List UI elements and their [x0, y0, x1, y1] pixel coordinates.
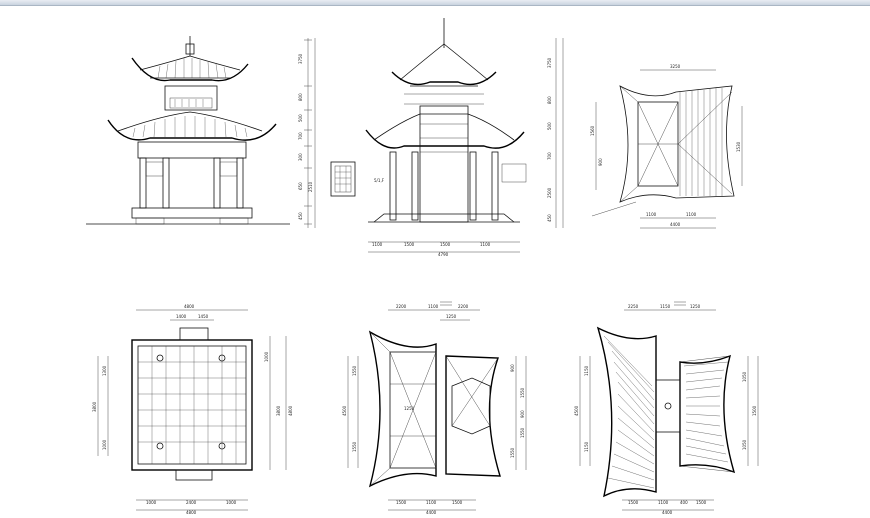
sec-dim-3750: 3750 [547, 57, 552, 68]
roof2-bottom-dim-4: 1500 [696, 500, 707, 505]
plan-bottom-dim-1: 1000 [146, 500, 157, 505]
beam-right-dim-2: 1550 [520, 387, 525, 398]
roof-left-dim-2: 900 [598, 158, 603, 166]
beam-bottom-dim-2: 1100 [426, 500, 437, 505]
dim-650: 650 [298, 182, 303, 190]
roof-bottom-dim-1: 1100 [646, 212, 657, 217]
sec-bdim-4: 1100 [480, 242, 491, 247]
window-title-bar [0, 0, 870, 6]
section-elevation: 5/1,F 3750 800 500 700 2500 450 1100 150… [365, 18, 564, 257]
dim-800: 800 [298, 93, 303, 101]
sec-dim-450: 450 [547, 214, 552, 222]
beam-top-dim-2: 1100 [428, 304, 439, 309]
beam-right-dim-4: 1550 [520, 427, 525, 438]
sec-bdim-2: 1500 [404, 242, 415, 247]
sec-dim-2500: 2500 [547, 187, 552, 198]
plan-bottom-total: 4800 [186, 510, 197, 515]
roof2-left-dim-2: 4500 [574, 405, 579, 416]
plan-left-dim-2: 3800 [92, 401, 97, 412]
beam-left-dim-1: 1550 [352, 365, 357, 376]
roof-left-dim-1: 1560 [590, 125, 595, 136]
sec-bdim-total: 4790 [438, 252, 449, 257]
beam-left-dim-2: 4500 [342, 405, 347, 416]
dim-700: 700 [298, 132, 303, 140]
roof2-right-dim-2: 1500 [752, 405, 757, 416]
dim-450: 450 [298, 212, 303, 220]
front-elevation: 3750 800 500 700 300 650 2510 450 [86, 36, 316, 228]
beam-bottom-dim-3: 1500 [452, 500, 463, 505]
beam-bottom-total: 4400 [426, 510, 437, 515]
roof2-top-dim-1: 2250 [628, 304, 639, 309]
roof-bottom-total: 4400 [670, 222, 681, 227]
beam-right-dim-3: 900 [520, 410, 525, 418]
beam-top-dim-1: 2200 [396, 304, 407, 309]
plan-right-dim-1: 1000 [264, 351, 269, 362]
beam-left-dim-3: 1550 [352, 441, 357, 452]
plan-top-total: 4800 [184, 304, 195, 309]
roof2-right-dim-3: 1050 [742, 439, 747, 450]
dim-3750: 3750 [298, 53, 303, 64]
detail-window [330, 161, 356, 197]
sec-dim-800: 800 [547, 96, 552, 104]
roof2-top-dim-3: 1250 [690, 304, 701, 309]
sec-bdim-3: 1500 [440, 242, 451, 247]
plan-right-dim-2: 3800 [276, 405, 281, 416]
dim-500: 500 [298, 114, 303, 122]
plan-left-dim-1: 1300 [102, 365, 107, 376]
plan-bottom-dim-2: 2400 [186, 500, 197, 505]
roof-plan-bottom: 2250 1150 1250 1150 4500 1150 1050 1500 … [574, 301, 759, 515]
sec-bdim-1: 1100 [372, 242, 383, 247]
beam-mid-label: 1250 [404, 406, 415, 411]
roof2-top-dim-2: 1150 [660, 304, 671, 309]
roof-plan-top: 3250 1560 900 1530 1100 1100 4400 [590, 64, 743, 229]
beam-top-inner: 1250 [446, 314, 457, 319]
beam-right-dim-1: 900 [510, 364, 515, 372]
roof2-left-dim-1: 1150 [584, 365, 589, 376]
dim-300: 300 [298, 153, 303, 161]
roof2-left-dim-3: 1150 [584, 441, 589, 452]
roof-right-dim: 1530 [736, 141, 741, 152]
section-note: 5/1,F [374, 178, 385, 183]
plan-top-dim-2: 1450 [198, 314, 209, 319]
roof-top-dim: 3250 [670, 64, 681, 69]
beam-plan: 2200 1100 2200 1250 1550 4500 1550 1250 … [342, 301, 527, 515]
floor-plan: 1400 1450 4800 1300 3800 1000 1000 3800 … [92, 304, 293, 515]
roof-bottom-dim-2: 1100 [686, 212, 697, 217]
beam-bottom-dim-1: 1500 [396, 500, 407, 505]
beam-right-dim-5: 1550 [510, 447, 515, 458]
roof2-right-dim-1: 1050 [742, 371, 747, 382]
roof2-bottom-dim-2: 1100 [658, 500, 669, 505]
cad-drawing-canvas: 3750 800 500 700 300 650 2510 450 [86, 18, 759, 515]
roof2-bottom-dim-3: 400 [680, 500, 688, 505]
sec-dim-500: 500 [547, 122, 552, 130]
plan-right-dim-3: 4800 [288, 405, 293, 416]
plan-left-dim-3: 1000 [102, 439, 107, 450]
sec-dim-700: 700 [547, 152, 552, 160]
plan-top-dim-1: 1400 [176, 314, 187, 319]
dim-2510: 2510 [308, 181, 313, 192]
roof2-bottom-dim-1: 1500 [628, 500, 639, 505]
plan-bottom-dim-3: 1000 [226, 500, 237, 505]
beam-top-dim-3: 2200 [458, 304, 469, 309]
roof2-bottom-total: 4400 [662, 510, 673, 515]
